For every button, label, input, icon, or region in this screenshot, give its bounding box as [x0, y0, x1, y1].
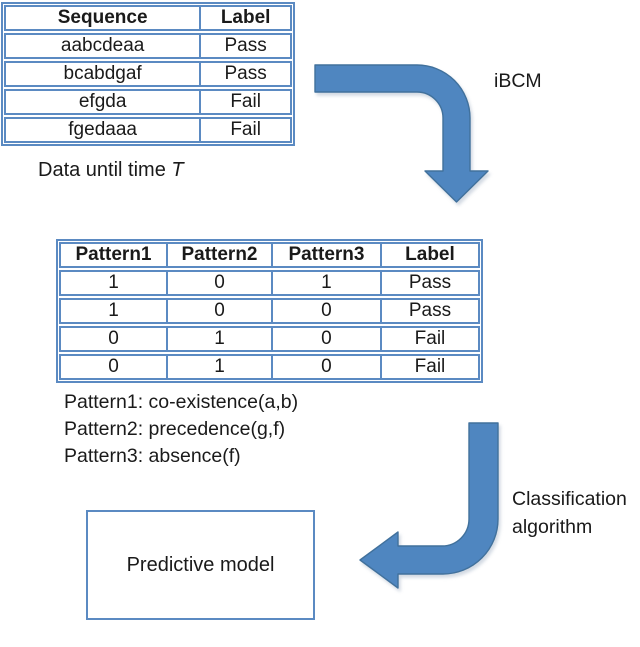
table-row: 1 0 0 Pass: [59, 298, 480, 324]
table-row: aabcdeaa Pass: [4, 33, 292, 59]
data-until-time-caption: Data until time T: [38, 159, 184, 182]
label-cell: Fail: [230, 91, 261, 112]
table-header-row: Pattern1 Pattern2 Pattern3 Label: [59, 242, 480, 268]
pattern-cell: 1: [61, 300, 168, 322]
table-header-row: Sequence Label: [4, 5, 292, 31]
predictive-model-label: Predictive model: [126, 553, 275, 576]
sequence-table: Sequence Label aabcdeaa Pass bcabdgaf Pa…: [1, 2, 295, 146]
sequence-cell: bcabdgaf: [6, 63, 202, 85]
column-header: Pattern3: [273, 244, 382, 266]
pattern-cell: 1: [61, 272, 168, 294]
pattern-definition-line: Pattern1: co-existence(a,b): [64, 391, 299, 413]
predictive-model-box: Predictive model: [86, 510, 315, 620]
classification-flow-arrow: [359, 422, 499, 589]
ibcm-flow-arrow: [314, 64, 489, 203]
pattern-cell: 0: [168, 272, 273, 294]
label-cell: Fail: [230, 119, 261, 140]
classification-algorithm-label: Classification algorithm: [512, 485, 627, 541]
pattern-definition-line: Pattern3: absence(f): [64, 445, 241, 467]
pattern-definitions: Pattern1: co-existence(a,b) Pattern2: pr…: [64, 389, 298, 470]
pattern-cell: 0: [273, 300, 382, 322]
label-cell: Pass: [224, 63, 267, 84]
time-symbol: T: [171, 159, 184, 181]
table-row: efgda Fail: [4, 89, 292, 115]
label-cell: Pass: [408, 272, 452, 293]
table-row: 1 0 1 Pass: [59, 270, 480, 296]
label-cell: Fail: [414, 356, 446, 377]
ibcm-label: iBCM: [494, 70, 542, 92]
table-row: 0 1 0 Fail: [59, 326, 480, 352]
caption-text: Data until time: [38, 159, 172, 181]
elbow-arrow-left-icon: [359, 422, 499, 589]
column-header: Pattern1: [61, 244, 168, 266]
pattern-cell: 0: [61, 328, 168, 350]
pattern-cell: 1: [168, 356, 273, 378]
table-row: 0 1 0 Fail: [59, 354, 480, 380]
pattern-definition-line: Pattern2: precedence(g,f): [64, 418, 286, 440]
pattern-table: Pattern1 Pattern2 Pattern3 Label 1 0 1 P…: [56, 239, 483, 383]
pattern-cell: 0: [61, 356, 168, 378]
table-row: fgedaaa Fail: [4, 117, 292, 143]
column-header: Label: [220, 7, 271, 28]
label-line: algorithm: [512, 516, 593, 538]
table-row: bcabdgaf Pass: [4, 61, 292, 87]
column-header: Pattern2: [168, 244, 273, 266]
pattern-cell: 0: [273, 356, 382, 378]
pattern-cell: 0: [273, 328, 382, 350]
pattern-cell: 0: [168, 300, 273, 322]
label-cell: Pass: [408, 300, 452, 321]
pattern-cell: 1: [168, 328, 273, 350]
column-header: Sequence: [6, 7, 202, 29]
pattern-cell: 1: [273, 272, 382, 294]
label-cell: Pass: [224, 35, 267, 56]
sequence-cell: fgedaaa: [6, 119, 202, 141]
sequence-cell: aabcdeaa: [6, 35, 202, 57]
sequence-cell: efgda: [6, 91, 202, 113]
label-line: Classification: [512, 488, 627, 510]
column-header: Label: [405, 244, 455, 265]
elbow-arrow-down-icon: [314, 64, 489, 203]
label-cell: Fail: [414, 328, 446, 349]
